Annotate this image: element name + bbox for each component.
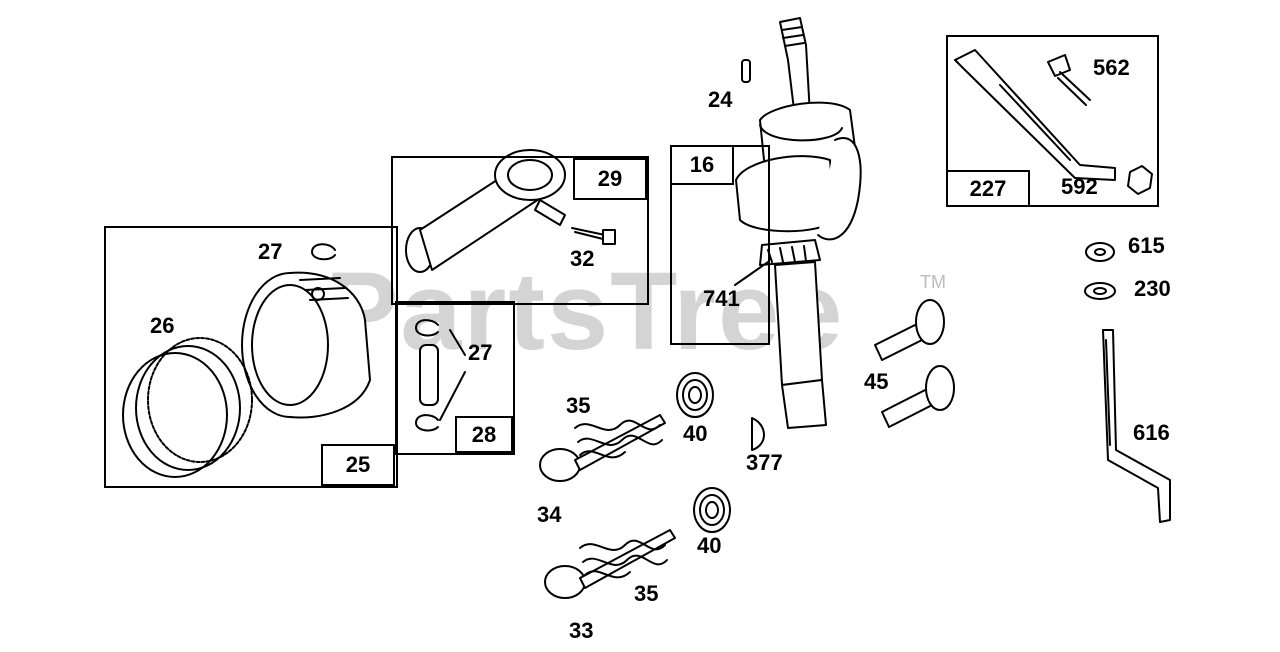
pin-group-tag: 28: [455, 416, 513, 453]
leader-27b-top: [449, 329, 466, 356]
valve-retainer-top: [676, 372, 714, 418]
bolt-562: [1047, 54, 1091, 106]
callout-27-top: 27: [258, 239, 283, 264]
governor-group-tag: 227: [946, 170, 1030, 207]
rod-group-tag: 29: [573, 158, 647, 200]
callout-592: 592: [1061, 174, 1098, 199]
valve-retainer-bottom: [693, 487, 731, 533]
watermark-tm: TM: [920, 272, 946, 292]
rod-bolt-32: [571, 227, 606, 240]
pin-group-box: [395, 301, 515, 455]
connecting-rod-drawing: [405, 149, 566, 273]
callout-377: 377: [746, 450, 783, 475]
tappet-top: [874, 299, 945, 361]
rod-group-box: [391, 156, 649, 305]
callout-230: 230: [1134, 276, 1171, 301]
callout-40-top: 40: [683, 421, 708, 446]
snap-ring-top: [311, 243, 336, 261]
callout-26: 26: [150, 313, 175, 338]
valve-assembly-top: [539, 414, 666, 482]
washer-230: [1084, 282, 1116, 300]
piston-group-box: [104, 226, 398, 488]
callout-40-bottom: 40: [697, 533, 722, 558]
crankshaft-drawing: [735, 17, 862, 429]
crank-group-tag: 16: [670, 145, 734, 185]
piston-drawing: [241, 271, 371, 419]
piston-group-tag: 25: [321, 444, 395, 486]
leader-27b-bottom: [439, 371, 466, 421]
callout-34: 34: [537, 502, 562, 527]
washer-615: [1085, 242, 1115, 262]
callout-32: 32: [570, 246, 595, 271]
callout-35-bottom: 35: [634, 581, 659, 606]
callout-562: 562: [1093, 55, 1130, 80]
callout-24: 24: [708, 87, 733, 112]
governor-lever-616: [1102, 329, 1171, 523]
tappet-bottom: [881, 365, 955, 428]
valve-assembly-bottom: [544, 529, 676, 599]
governor-link-drawing: [954, 49, 1116, 181]
callout-35-top: 35: [566, 393, 591, 418]
dowel-pin-24: [741, 59, 751, 83]
piston-rings-drawing: [122, 337, 253, 478]
wrist-pin: [419, 344, 439, 406]
nut-592: [1127, 165, 1153, 195]
callout-615: 615: [1128, 233, 1165, 258]
governor-group-box: [946, 35, 1159, 207]
leader-741: [734, 261, 769, 286]
key-377: [751, 417, 765, 451]
callout-45: 45: [864, 369, 889, 394]
callout-616: 616: [1133, 420, 1170, 445]
callout-741: 741: [703, 286, 740, 311]
callout-33: 33: [569, 618, 594, 643]
callout-27-pin: 27: [468, 340, 493, 365]
